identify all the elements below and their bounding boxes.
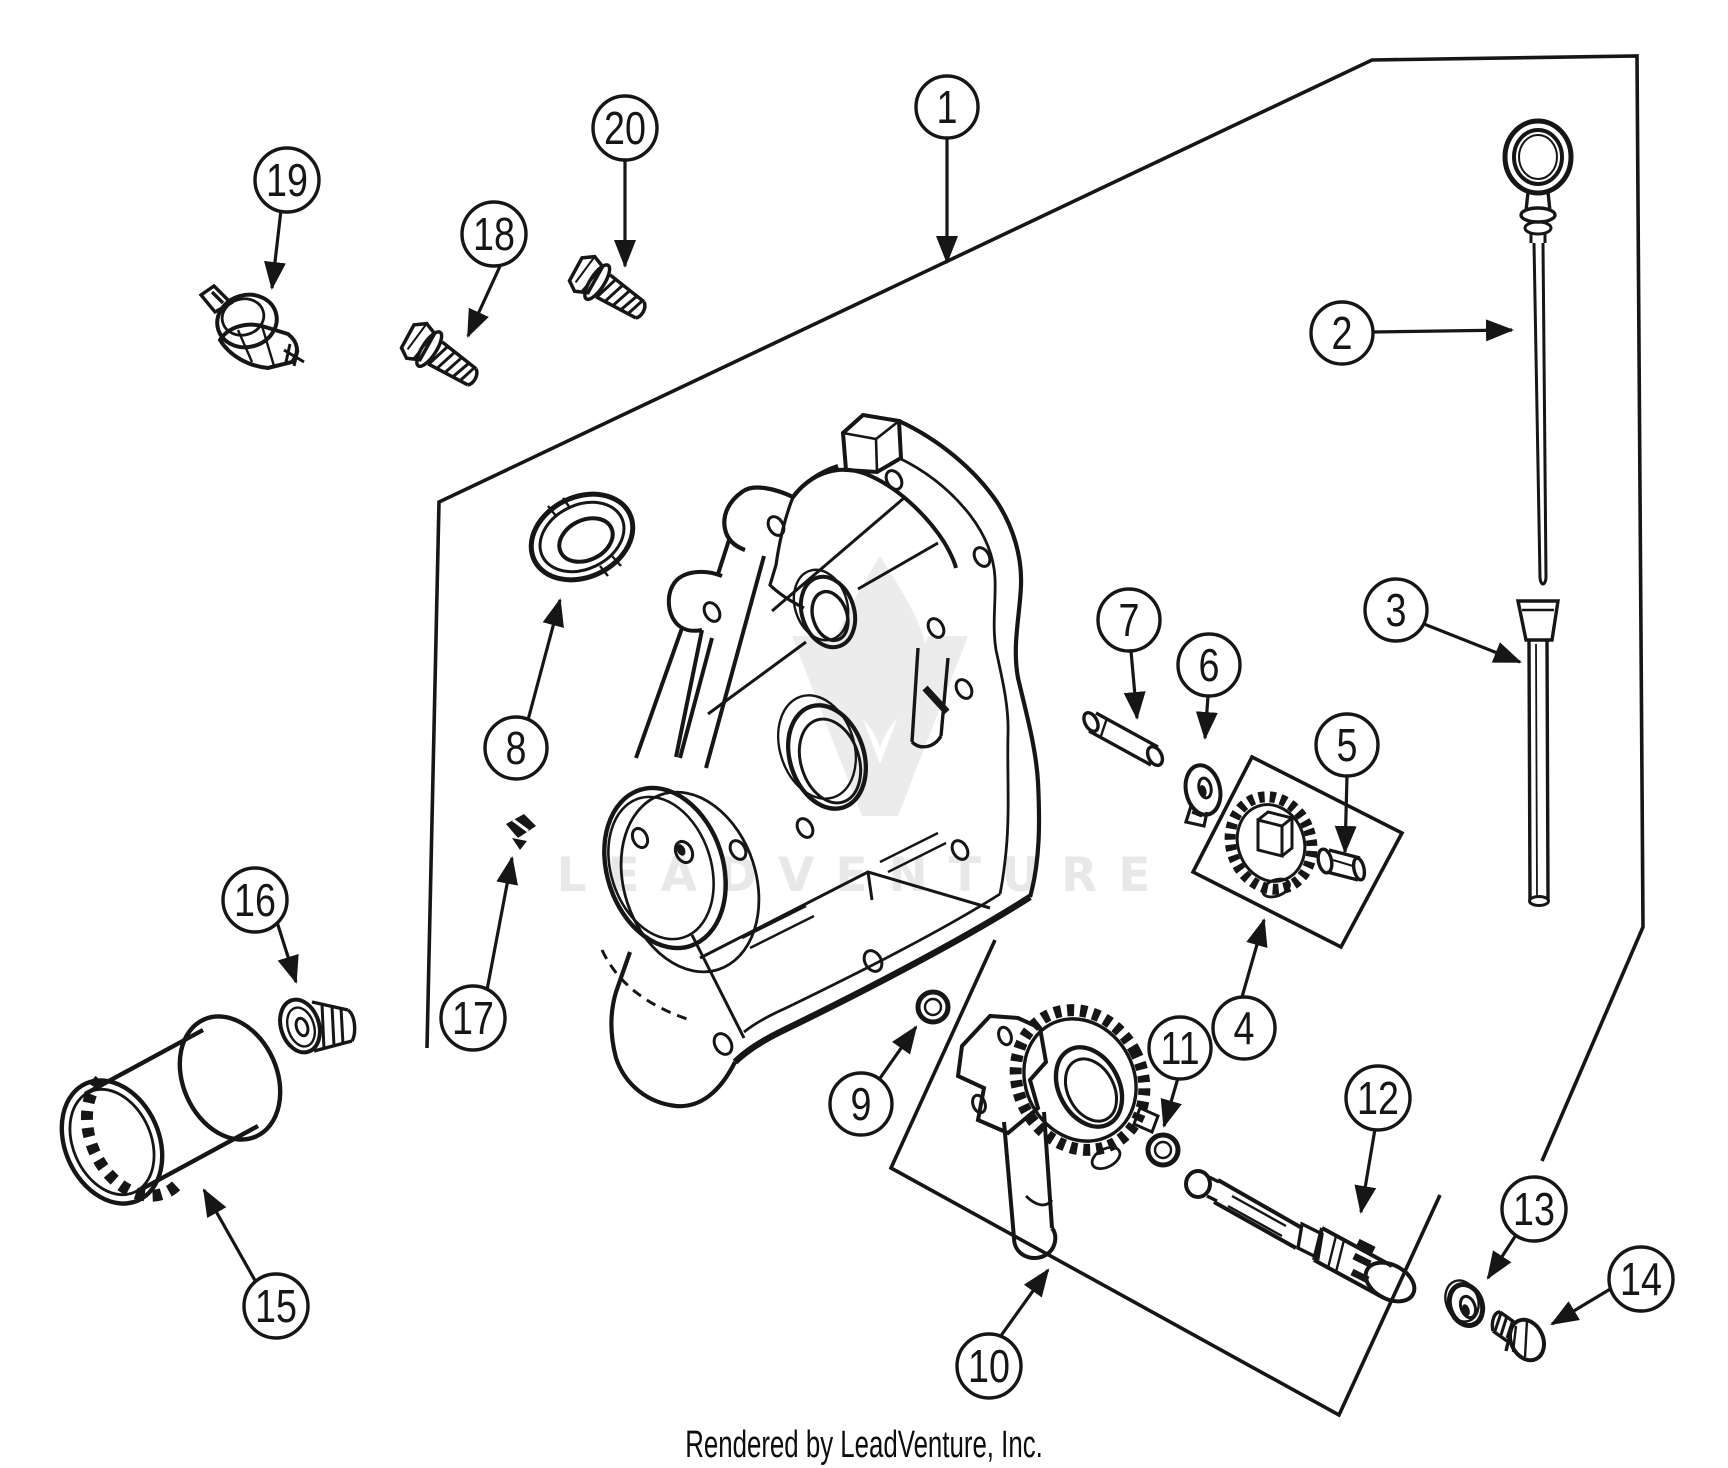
svg-text:9: 9 <box>851 1078 872 1129</box>
part-8-oil-seal-drawing <box>528 491 636 583</box>
svg-text:5: 5 <box>1337 719 1358 770</box>
svg-text:3: 3 <box>1386 584 1407 635</box>
callout-9[interactable]: 9 <box>828 1071 894 1137</box>
part-13-washer-drawing <box>1444 1279 1486 1328</box>
svg-text:19: 19 <box>266 154 308 205</box>
callout-9-arrow <box>876 1025 918 1082</box>
part-6-governor-clip-drawing <box>1183 763 1223 828</box>
callout-1[interactable]: 1 <box>914 74 980 140</box>
part-4-governor-gear-drawing <box>1224 791 1318 899</box>
svg-text:1: 1 <box>937 81 958 132</box>
svg-text:12: 12 <box>1357 1072 1399 1123</box>
part-5-governor-pin-drawing <box>1316 847 1367 882</box>
part-15-oil-filter-drawing <box>59 1014 283 1206</box>
svg-text:15: 15 <box>255 1280 297 1331</box>
svg-text:14: 14 <box>1620 1253 1662 1304</box>
callout-5[interactable]: 5 <box>1314 712 1380 778</box>
part-7-pin-drawing <box>1082 711 1165 768</box>
part-1-cover-panel-outline <box>425 54 1645 1162</box>
part-18-bolt-drawing <box>394 316 488 398</box>
footer-credit: Rendered by LeadVenture, Inc. <box>685 1423 1043 1465</box>
callout-leader-lines <box>202 138 1613 1338</box>
callout-4[interactable]: 4 <box>1211 995 1277 1061</box>
callout-3-arrow <box>1423 622 1522 664</box>
watermark-text: LEADVENTURE <box>557 848 1172 903</box>
callout-balloons: 1 2 3 4 5 6 7 8 <box>221 74 1675 1400</box>
callout-3[interactable]: 3 <box>1363 577 1429 643</box>
part-11-o-ring-drawing <box>1145 1132 1181 1168</box>
svg-text:20: 20 <box>604 102 646 153</box>
part-3-dipstick-tube-drawing <box>1515 599 1560 907</box>
callout-7[interactable]: 7 <box>1096 587 1162 653</box>
svg-text:11: 11 <box>1160 1022 1199 1073</box>
leadventure-watermark: LEADVENTURE <box>557 556 1172 903</box>
callout-17-arrow <box>485 856 518 991</box>
svg-text:7: 7 <box>1119 594 1140 645</box>
svg-text:17: 17 <box>452 992 494 1043</box>
callout-18-arrow <box>466 263 503 338</box>
callout-8-arrow <box>526 598 564 721</box>
callout-10-arrow <box>998 1268 1050 1338</box>
callout-18[interactable]: 18 <box>460 200 528 268</box>
callout-12[interactable]: 12 <box>1344 1064 1412 1132</box>
svg-text:16: 16 <box>234 874 276 925</box>
part-14-bolt-drawing <box>1490 1310 1547 1363</box>
callout-15-arrow <box>202 1188 259 1285</box>
callout-10[interactable]: 10 <box>955 1332 1023 1400</box>
callout-13-arrow <box>1486 1231 1520 1280</box>
part-16-oil-plug-drawing <box>278 997 357 1055</box>
svg-text:4: 4 <box>1234 1002 1255 1053</box>
part-19-oil-pressure-switch-drawing <box>198 283 305 371</box>
callout-8[interactable]: 8 <box>483 715 549 781</box>
callout-11[interactable]: 11 <box>1147 1015 1213 1081</box>
part-1-crankcase-cover-drawing <box>600 412 1042 1109</box>
callout-14[interactable]: 14 <box>1607 1245 1675 1313</box>
part-17-screw-drawing <box>506 814 536 850</box>
callout-19-arrow <box>264 209 286 290</box>
callout-15[interactable]: 15 <box>242 1272 310 1340</box>
callout-7-arrow <box>1123 650 1146 720</box>
callout-11-arrow <box>1160 1077 1182 1128</box>
callout-17[interactable]: 17 <box>439 984 507 1052</box>
svg-text:2: 2 <box>1332 307 1353 358</box>
callout-2[interactable]: 2 <box>1309 300 1375 366</box>
callout-16-arrow <box>275 921 299 984</box>
svg-text:18: 18 <box>473 208 515 259</box>
svg-text:13: 13 <box>1513 1183 1555 1234</box>
callout-2-arrow <box>1372 319 1514 342</box>
governor-panel-outline <box>1190 754 1405 950</box>
callout-13[interactable]: 13 <box>1500 1175 1568 1243</box>
panel-outlines <box>425 54 1645 1418</box>
callout-4-arrow <box>1240 918 1268 998</box>
part-10-oil-pump-drawing <box>955 1004 1160 1260</box>
callout-5-arrow <box>1334 775 1357 854</box>
callout-20[interactable]: 20 <box>591 94 659 162</box>
oil-pump-panel-outline <box>888 939 1442 1418</box>
callout-12-arrow <box>1354 1128 1377 1214</box>
callout-6[interactable]: 6 <box>1176 632 1242 698</box>
part-2-dipstick-drawing <box>1502 118 1574 586</box>
part-12-pump-shaft-drawing <box>1184 1169 1417 1304</box>
part-9-o-ring-drawing <box>915 989 951 1025</box>
callout-16[interactable]: 16 <box>221 866 289 934</box>
callout-14-arrow <box>1550 1286 1613 1326</box>
svg-text:8: 8 <box>506 722 527 773</box>
part-20-bolt-drawing <box>562 249 656 331</box>
svg-text:10: 10 <box>968 1340 1010 1391</box>
svg-text:6: 6 <box>1199 639 1220 690</box>
callout-6-arrow <box>1195 695 1218 740</box>
watermark-flame-icon <box>792 556 968 816</box>
callout-19[interactable]: 19 <box>253 146 321 214</box>
